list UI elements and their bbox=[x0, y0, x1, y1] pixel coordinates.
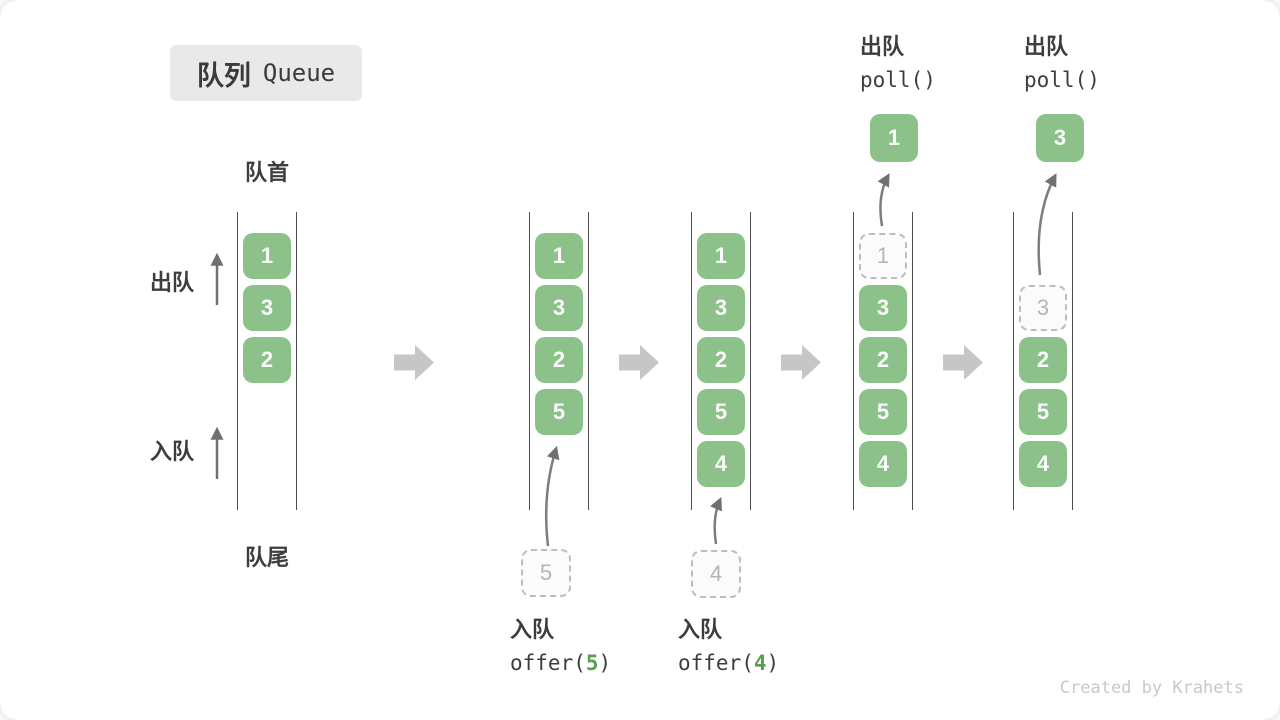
queue-item: 1 bbox=[697, 233, 745, 279]
poll-caption-zh: 出队 bbox=[860, 34, 905, 59]
queue-item: 2 bbox=[697, 337, 745, 383]
queue-item: 1 bbox=[243, 233, 291, 279]
code-arg: 5 bbox=[585, 651, 599, 675]
removed-item-ghost: 3 bbox=[1019, 285, 1067, 331]
removed-item-ghost: 1 bbox=[859, 233, 907, 279]
poll-caption-zh: 出队 bbox=[1024, 34, 1069, 59]
queue-item: 3 bbox=[697, 285, 745, 331]
title-zh: 队列 bbox=[196, 60, 251, 91]
label-queue-rear: 队尾 bbox=[244, 545, 289, 570]
label-queue-front: 队首 bbox=[244, 160, 289, 185]
state-transition-arrow-icon bbox=[781, 345, 821, 380]
queue-item: 5 bbox=[859, 389, 907, 435]
enqueue-caption-code: offer(5) bbox=[510, 646, 611, 681]
polled-item-1: 1 bbox=[870, 114, 918, 162]
code-text: offer( bbox=[678, 651, 754, 675]
queue-state-4: 1 3 2 5 4 bbox=[853, 212, 913, 510]
queue-state-2: 1 3 2 5 bbox=[529, 212, 589, 510]
polled-item-3: 3 bbox=[1036, 114, 1084, 162]
title-en: Queue bbox=[262, 59, 336, 87]
poll-caption-code: poll() bbox=[1024, 68, 1100, 92]
state-transition-arrow-icon bbox=[394, 345, 434, 380]
poll-caption-1: 出队 poll() bbox=[860, 30, 936, 98]
queue-item: 4 bbox=[697, 441, 745, 487]
incoming-item-4: 4 bbox=[691, 550, 741, 598]
queue-state-1: 1 3 2 bbox=[237, 212, 297, 510]
incoming-item-5: 5 bbox=[521, 549, 571, 597]
queue-item: 2 bbox=[859, 337, 907, 383]
queue-item: 5 bbox=[697, 389, 745, 435]
enqueue-caption-code: offer(4) bbox=[678, 646, 779, 681]
state-transition-arrow-icon bbox=[943, 345, 983, 380]
title-badge: 队列 Queue bbox=[170, 45, 362, 101]
code-arg: 4 bbox=[753, 651, 767, 675]
label-enqueue: 入队 bbox=[150, 439, 195, 464]
queue-item: 2 bbox=[535, 337, 583, 383]
queue-item: 5 bbox=[1019, 389, 1067, 435]
poll-caption-code: poll() bbox=[860, 68, 936, 92]
queue-item: 2 bbox=[1019, 337, 1067, 383]
queue-item: 5 bbox=[535, 389, 583, 435]
enqueue-caption-zh: 入队 bbox=[510, 617, 555, 642]
queue-item: 2 bbox=[243, 337, 291, 383]
queue-item: 4 bbox=[1019, 441, 1067, 487]
watermark-credit: Created by Krahets bbox=[1059, 678, 1244, 698]
queue-item: 3 bbox=[243, 285, 291, 331]
label-dequeue: 出队 bbox=[150, 270, 195, 295]
poll-caption-2: 出队 poll() bbox=[1024, 30, 1100, 98]
enqueue-caption-offer5: 入队 offer(5) bbox=[510, 613, 611, 681]
code-text: ) bbox=[598, 651, 612, 675]
code-text: ) bbox=[766, 651, 780, 675]
queue-state-5: 3 2 5 4 bbox=[1013, 212, 1073, 510]
state-transition-arrow-icon bbox=[619, 345, 659, 380]
queue-item: 3 bbox=[859, 285, 907, 331]
enqueue-caption-zh: 入队 bbox=[678, 617, 723, 642]
code-text: offer( bbox=[510, 651, 586, 675]
queue-item: 1 bbox=[535, 233, 583, 279]
queue-item: 3 bbox=[535, 285, 583, 331]
queue-item: 4 bbox=[859, 441, 907, 487]
queue-state-3: 1 3 2 5 4 bbox=[691, 212, 751, 510]
enqueue-caption-offer4: 入队 offer(4) bbox=[678, 613, 779, 681]
